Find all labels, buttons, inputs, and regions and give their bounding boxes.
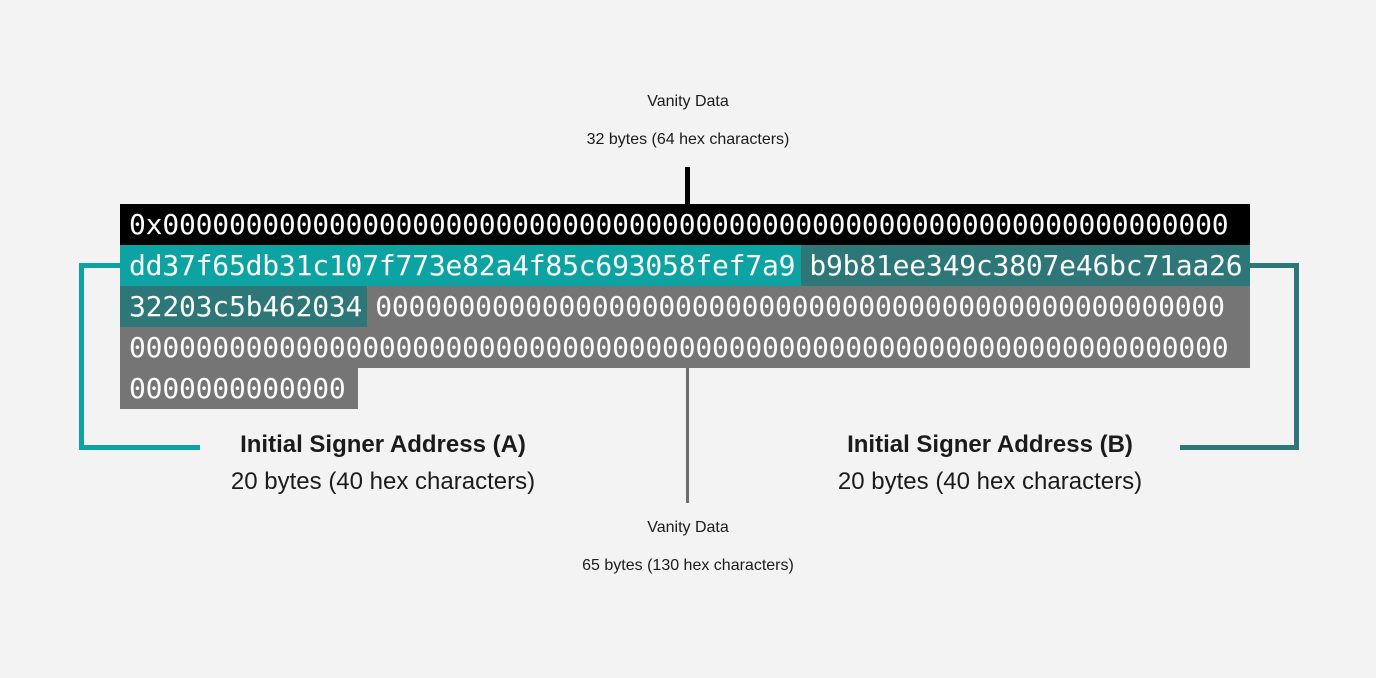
signer-b-subtitle: 20 bytes (40 hex characters): [837, 468, 1143, 495]
bracket-a-horizontal: [79, 445, 200, 450]
signer-b-label: Initial Signer Address (B) 20 bytes (40 …: [770, 430, 1210, 497]
signer-a-label: Initial Signer Address (A) 20 bytes (40 …: [163, 430, 603, 497]
top-connector-line: [685, 167, 690, 204]
vanity-zeros-segment-3: 0000000000000: [120, 368, 358, 409]
hex-data-block: 0x00000000000000000000000000000000000000…: [120, 204, 1250, 409]
hex-row-vanity-32: 0x00000000000000000000000000000000000000…: [120, 204, 1250, 245]
hex-row-addresses: dd37f65db31c107f773e82a4f85c693058fef7a9…: [120, 245, 1250, 286]
hex-prefix-zeros: 0x00000000000000000000000000000000000000…: [129, 208, 1229, 241]
address-b-segment-2: 32203c5b462034: [120, 286, 368, 327]
hex-row-zeros: 0000000000000000000000000000000000000000…: [120, 327, 1250, 368]
bracket-a-stub: [81, 263, 120, 268]
hex-row-address-b-and-zeros: 32203c5b462034 0000000000000000000000000…: [120, 286, 1250, 327]
bottom-vanity-data-subtitle: 65 bytes (130 hex characters): [582, 557, 794, 574]
bracket-b-horizontal: [1180, 445, 1299, 450]
signer-a-subtitle: 20 bytes (40 hex characters): [230, 468, 536, 495]
bracket-b-stub: [1250, 263, 1299, 268]
hex-row-zeros-tail: 0000000000000: [120, 368, 1250, 409]
signer-a-title: Initial Signer Address (A): [240, 431, 526, 458]
vanity-zeros-segment-2: 0000000000000000000000000000000000000000…: [129, 331, 1229, 364]
vanity-zeros-segment-1: 0000000000000000000000000000000000000000…: [367, 286, 1250, 327]
bracket-b-vertical: [1294, 263, 1299, 450]
address-a-segment: dd37f65db31c107f773e82a4f85c693058fef7a9: [120, 245, 802, 286]
bracket-a-vertical: [79, 263, 84, 450]
top-vanity-data-title: Vanity Data: [647, 93, 729, 110]
bottom-vanity-data-title: Vanity Data: [647, 519, 729, 536]
bottom-connector-line: [686, 368, 689, 503]
signer-b-title: Initial Signer Address (B): [847, 431, 1133, 458]
top-vanity-data-subtitle: 32 bytes (64 hex characters): [586, 131, 790, 148]
address-b-segment-1: b9b81ee349c3807e46bc71aa26: [801, 245, 1250, 286]
